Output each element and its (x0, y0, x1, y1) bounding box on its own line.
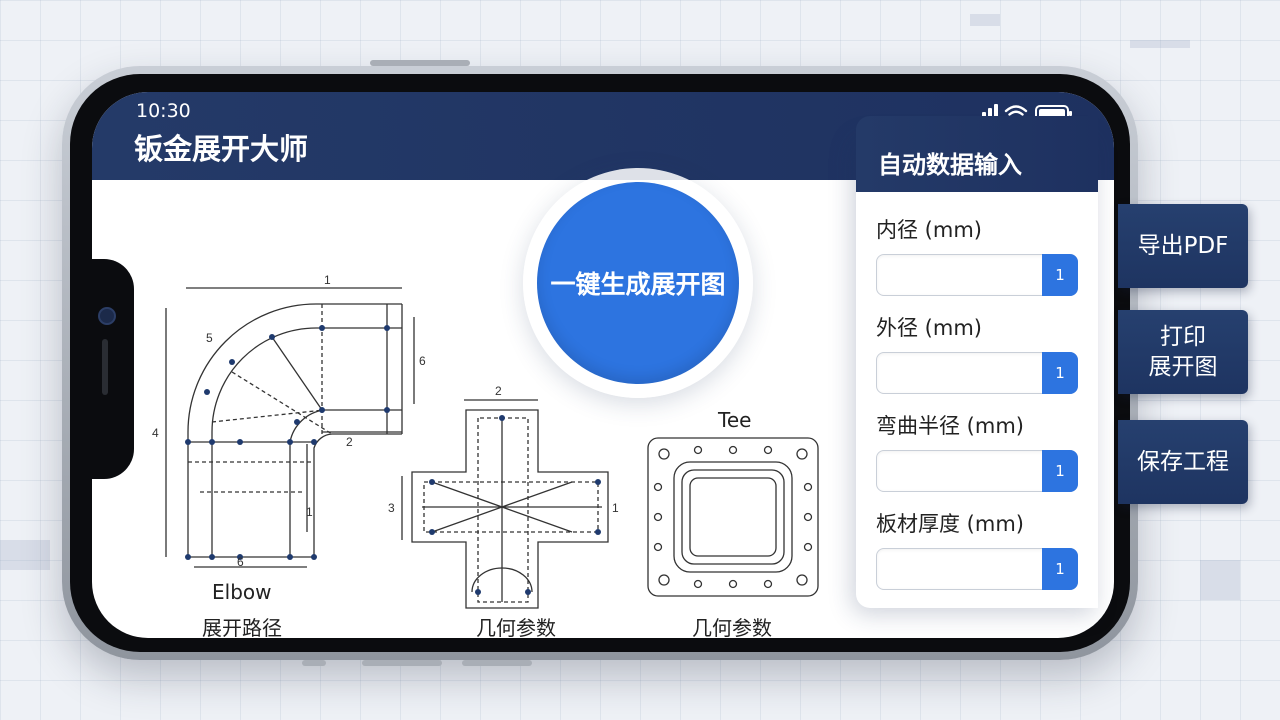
bend-radius-stepper[interactable]: 1 (1042, 450, 1078, 492)
phone-side-button (362, 660, 442, 666)
background-decoration (970, 14, 1000, 26)
field-box: 1 (876, 352, 1078, 394)
cross-nodes (429, 415, 601, 595)
elbow-caption: 展开路径 (202, 616, 282, 638)
background-decoration (1200, 560, 1240, 600)
save-project-label: 保存工程 (1137, 449, 1229, 475)
generate-unfold-button[interactable]: 一键生成展开图 (537, 182, 739, 384)
cross-dim-right: 1 (612, 501, 619, 515)
field-box: 1 (876, 548, 1078, 590)
technical-drawings: 1 5 6 2 4 1 6 (152, 273, 819, 609)
speaker-grille (102, 339, 108, 395)
outer-diameter-stepper[interactable]: 1 (1042, 352, 1078, 394)
export-pdf-button[interactable]: 导出PDF (1118, 204, 1248, 288)
inner-diameter-stepper[interactable]: 1 (1042, 254, 1078, 296)
sheet-thickness-stepper[interactable]: 1 (1042, 548, 1078, 590)
elbow-dim-left: 4 (152, 426, 159, 440)
tee-bolt-holes (653, 445, 813, 589)
background-decoration (0, 540, 50, 570)
cross-drawing (401, 399, 609, 609)
tee-drawing (647, 437, 819, 597)
bend-radius-field: 弯曲半径 (mm) 1 (876, 410, 1078, 492)
field-box: 1 (876, 254, 1078, 296)
field-label: 外径 (mm) (876, 316, 982, 340)
camera-icon (98, 307, 116, 325)
elbow-nodes (185, 325, 390, 560)
camera-notch (78, 259, 134, 479)
phone-side-button (462, 660, 532, 666)
elbow-dim-top: 1 (324, 273, 331, 287)
data-input-panel: 自动数据输入 内径 (mm) 1 外径 (mm) 1 弯曲半径 (mm) 1 板… (856, 116, 1098, 608)
elbow-drawing (165, 287, 415, 568)
export-pdf-label: 导出PDF (1137, 233, 1229, 259)
field-label: 内径 (mm) (876, 218, 982, 242)
save-project-button[interactable]: 保存工程 (1118, 420, 1248, 504)
print-unfold-button[interactable]: 打印 展开图 (1118, 310, 1248, 394)
field-label: 弯曲半径 (mm) (876, 414, 1024, 438)
bend-radius-input[interactable] (877, 451, 1037, 489)
elbow-dim-arc: 5 (206, 331, 213, 345)
tee-caption: 几何参数 (692, 616, 772, 638)
field-label: 板材厚度 (mm) (876, 512, 1024, 536)
panel-title: 自动数据输入 (856, 116, 1098, 192)
status-time: 10:30 (136, 100, 191, 122)
background-decoration (1130, 40, 1190, 48)
tee-label: Tee (718, 408, 752, 432)
elbow-label: Elbow (212, 580, 272, 604)
phone-frame: 10:30 钣金展开大师 (62, 60, 1138, 666)
elbow-dim-bottom: 6 (237, 555, 244, 569)
elbow-dim-mid: 2 (346, 435, 353, 449)
phone-side-button (370, 60, 470, 66)
phone-side-button (302, 660, 326, 666)
cross-dim-top: 2 (495, 384, 502, 398)
inner-diameter-input[interactable] (877, 255, 1037, 293)
outer-diameter-input[interactable] (877, 353, 1037, 391)
elbow-dim-inner: 1 (306, 505, 313, 519)
inner-diameter-field: 内径 (mm) 1 (876, 214, 1078, 296)
sheet-thickness-input[interactable] (877, 549, 1037, 587)
sheet-thickness-field: 板材厚度 (mm) 1 (876, 508, 1078, 590)
print-unfold-label: 打印 展开图 (1148, 324, 1218, 380)
outer-diameter-field: 外径 (mm) 1 (876, 312, 1078, 394)
field-box: 1 (876, 450, 1078, 492)
cross-caption: 几何参数 (476, 616, 556, 638)
elbow-dim-right: 6 (419, 354, 426, 368)
app-title: 钣金展开大师 (134, 132, 309, 166)
cross-dim-left: 3 (388, 501, 395, 515)
